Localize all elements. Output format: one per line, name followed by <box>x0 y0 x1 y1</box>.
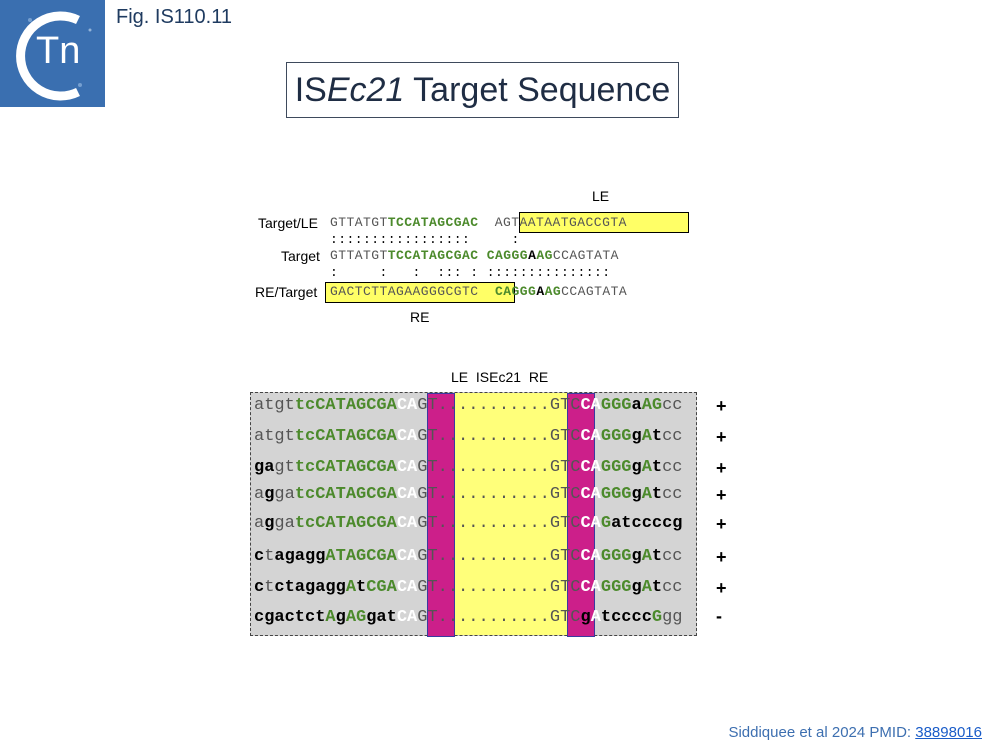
citation: Siddiquee et al 2024 PMID: 38898016 <box>728 724 982 741</box>
re-target-sequence: GACTCTTAGAAGGGCGTC CAGGGAAGCCAGTATA <box>330 284 628 299</box>
table-row: cgactctAgAGgatCAGT...........GTCgAtccccG… <box>254 608 683 627</box>
re-ca-column <box>567 393 595 637</box>
table-row: ctctagaggAtCGACAGT...........GTCCAGGGgAt… <box>254 578 683 597</box>
le-box <box>519 212 689 233</box>
result-sign: + <box>716 578 727 598</box>
tn-logo: Tn <box>0 0 105 107</box>
figure-label: Fig. IS110.11 <box>116 6 232 28</box>
row-label-target-le: Target/LE <box>258 215 318 231</box>
result-sign: + <box>716 458 727 478</box>
result-sign: + <box>716 485 727 505</box>
table-row: aggatcCATAGCGACAGT...........GTCCAGatccc… <box>254 514 683 533</box>
result-sign: - <box>716 606 722 626</box>
le-label: LE <box>592 188 610 204</box>
row-label-re-target: RE/Target <box>255 284 318 300</box>
isec21-column <box>455 393 567 635</box>
row-label-target: Target <box>281 248 320 264</box>
pmid-link[interactable]: 38898016 <box>915 724 982 741</box>
table-row: atgttcCATAGCGACAGT...........GTCCAGGGaAG… <box>254 396 683 415</box>
result-sign: + <box>716 547 727 567</box>
result-sign: + <box>716 514 727 534</box>
table-row: gagttcCATAGCGACAGT...........GTCCAGGGgAt… <box>254 458 683 477</box>
result-sign: + <box>716 396 727 416</box>
title-italic: Ec21 <box>326 70 405 109</box>
table-row: aggatcCATAGCGACAGT...........GTCCAGGGgAt… <box>254 485 683 504</box>
match-line-1: ::::::::::::::::: : <box>330 232 520 247</box>
le-ca-column <box>427 393 455 637</box>
table-row: ctagaggATAGCGACAGT...........GTCCAGGGgAt… <box>254 547 683 566</box>
logo-text: Tn <box>36 30 81 72</box>
citation-text: Siddiquee et al 2024 PMID: <box>728 724 916 741</box>
table-row: atgttcCATAGCGACAGT...........GTCCAGGGgAt… <box>254 427 683 446</box>
title-suffix: Target Sequence <box>404 70 671 109</box>
target-sequence: GTTATGTTCCATAGCGAC CAGGGAAGCCAGTATA <box>330 248 619 263</box>
title-prefix: IS <box>294 70 327 109</box>
table-header: LE ISEc21 RE <box>451 369 549 385</box>
re-box <box>325 282 515 303</box>
match-line-2: : : : ::: : ::::::::::::::: <box>330 265 611 280</box>
target-le-sequence: GTTATGTTCCATAGCGAC AGTAATAATGACCGTA <box>330 215 627 230</box>
result-sign: + <box>716 427 727 447</box>
re-label: RE <box>410 309 430 325</box>
